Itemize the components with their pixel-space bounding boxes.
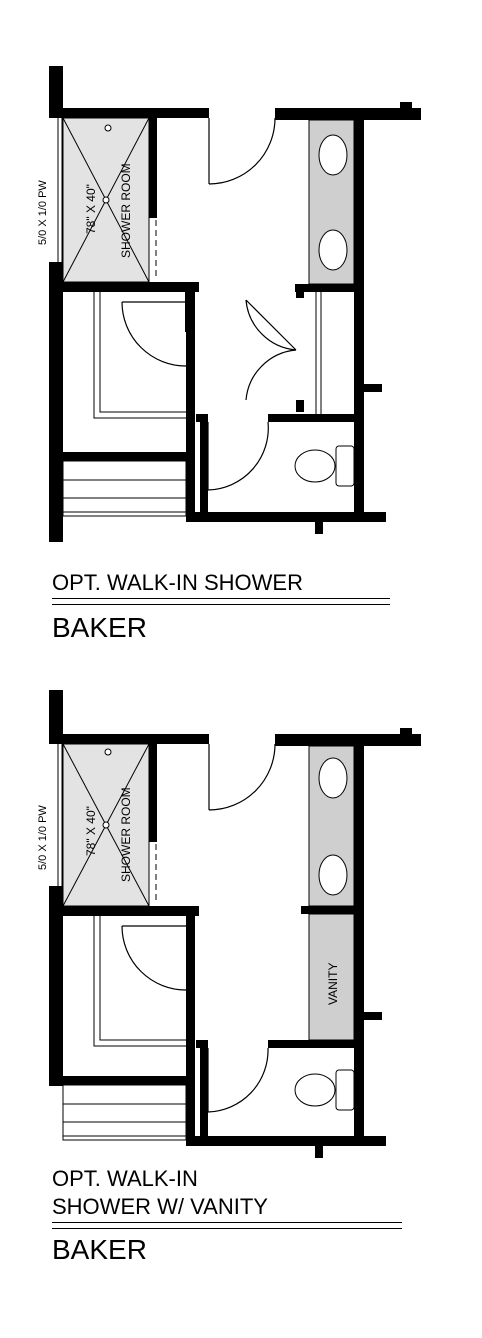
wall [49,66,63,116]
wall [186,1136,386,1146]
wall [63,452,193,461]
wall [149,118,157,218]
toilet-tank-icon [335,1069,355,1111]
door-swing [207,1047,269,1113]
shower-room-label: SHOWER ROOM [119,163,133,258]
wall [186,292,195,512]
wall [49,108,209,118]
plan-caption-line1: OPT. WALK-IN [52,1166,198,1191]
wall [301,906,356,914]
wall [315,518,323,534]
plan-title: BAKER [52,612,147,643]
wall [49,886,63,1086]
door-swing [207,421,269,491]
wall [275,108,421,120]
door-swing [245,299,297,351]
floor-plan-walk-in-shower: 5/0 X 1/0 PW 78" X 40" SHOWER ROOM OPT. … [0,0,482,660]
door-swing [208,117,276,185]
wall [295,284,355,292]
floor-plan-walk-in-shower-vanity: 5/0 X 1/0 PW 78" X 40" SHOWER ROOM VANIT… [0,660,482,1338]
wall [400,102,412,112]
toilet-icon [294,449,336,483]
door-swing [121,925,187,991]
wall [200,414,208,512]
toilet-tank-icon [335,445,355,487]
wall [49,734,209,744]
wall [400,728,412,738]
sink-icon [318,134,348,176]
wall [364,384,382,392]
floor-plan-drawing: 5/0 X 1/0 PW 78" X 40" SHOWER ROOM [37,66,421,542]
plan-title: BAKER [52,1234,147,1265]
toilet-icon [294,1073,336,1107]
plan-caption: OPT. WALK-IN SHOWER [52,570,303,595]
sink-icon [318,854,348,896]
divider [52,598,390,599]
shower-size-label: 78" X 40" [84,806,98,856]
wall [354,734,364,1144]
shower-size-label: 78" X 40" [84,184,98,234]
divider [52,1222,402,1223]
linen-shelf [62,460,187,517]
wall [268,1040,358,1048]
wall [354,108,364,518]
floor-plan-drawing: 5/0 X 1/0 PW 78" X 40" SHOWER ROOM VANIT… [37,690,421,1158]
wall [364,1012,382,1020]
door-swing [245,349,297,401]
window-label: 5/0 X 1/0 PW [37,180,49,245]
door-leaf [245,299,297,351]
window-label: 5/0 X 1/0 PW [37,805,49,870]
divider [52,604,390,605]
door-swing [208,743,276,811]
wall [296,284,304,298]
shower-head-icon [104,124,112,132]
wall [296,400,304,412]
shelf-line [99,292,186,413]
sink-icon [318,229,348,271]
wall [149,744,157,842]
shower-room-label: SHOWER ROOM [119,787,133,882]
wall [200,1040,208,1136]
wall [49,690,63,742]
drain-icon [102,196,110,204]
shelf-line [99,916,186,1041]
linen-shelf [62,1084,187,1141]
wall [49,906,199,916]
wall [186,916,195,1136]
plan-caption-line2: SHOWER W/ VANITY [52,1194,268,1219]
wall [186,512,386,522]
wall [275,734,421,746]
sink-icon [318,757,348,799]
divider [52,1228,402,1229]
vanity-label: VANITY [326,963,340,1005]
shower-head-icon [104,748,112,756]
shelf-line [93,916,186,1047]
wall [63,1076,193,1085]
wall [315,1142,323,1158]
shelf-line [93,292,186,419]
wall [49,262,63,542]
wall [268,414,358,422]
wall [49,282,199,292]
door-swing [121,301,187,367]
drain-icon [102,821,110,829]
